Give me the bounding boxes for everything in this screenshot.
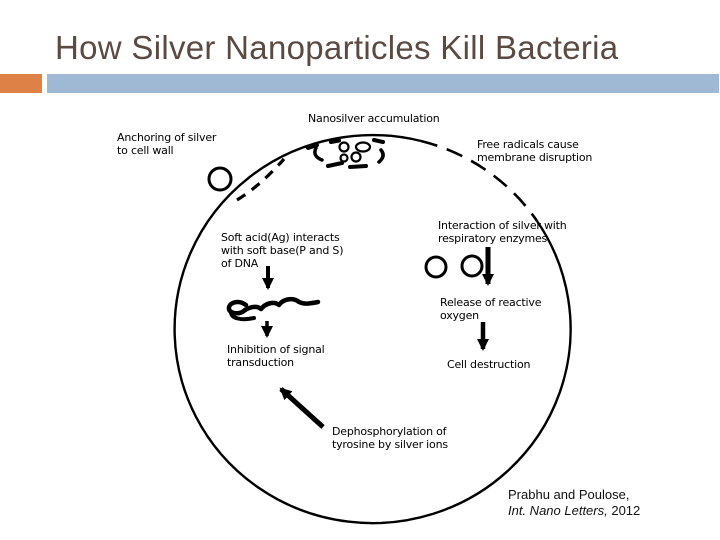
anchoring-membrane-dashes (236, 157, 286, 202)
cell-membrane-disrupted-dashed (420, 139, 539, 222)
label-release-reactive-oxygen: Release of reactive oxygen (440, 296, 542, 322)
label-nanosilver-accumulation: Nanosilver accumulation (308, 112, 440, 125)
nanoparticle-3 (339, 153, 349, 163)
citation: Prabhu and Poulose, Int. Nano Letters, 2… (508, 487, 640, 519)
membrane-tick-left (306, 143, 319, 150)
nanoparticle-2 (354, 141, 372, 153)
accent-orange-block (0, 74, 42, 93)
label-dephosphorylation: Dephosphorylation of tyrosine by silver … (332, 425, 448, 451)
silver-nanoparticle-anchoring (207, 166, 233, 192)
citation-journal-line: Int. Nano Letters, 2012 (508, 503, 640, 519)
membrane-tick-mid (329, 138, 341, 144)
silver-particle-enzyme-1 (424, 255, 448, 279)
label-interaction-respiratory: Interaction of silver with respiratory e… (438, 219, 567, 245)
citation-journal: Int. Nano Letters, (508, 503, 608, 518)
page-title: How Silver Nanoparticles Kill Bacteria (55, 29, 619, 66)
membrane-curl-right (377, 148, 385, 164)
cell-membrane-solid (173, 133, 572, 525)
label-cell-destruction: Cell destruction (447, 358, 531, 371)
citation-authors: Prabhu and Poulose, (508, 487, 630, 502)
label-soft-acid-dna: Soft acid(Ag) interacts with soft base(P… (221, 231, 344, 270)
nanoparticle-4 (350, 151, 362, 163)
nanosilver-cluster (306, 138, 385, 169)
arrow-dephosphorylation-to-inhibition (279, 387, 325, 429)
label-free-radicals: Free radicals cause membrane disruption (477, 138, 593, 164)
accent-blue-bar (47, 74, 719, 93)
label-anchoring: Anchoring of silver to cell wall (117, 131, 217, 157)
membrane-curl-left (313, 146, 324, 162)
membrane-tick-right (372, 138, 385, 144)
nanoparticle-1 (338, 141, 350, 153)
silver-particle-enzyme-2 (460, 254, 484, 278)
citation-year: 2012 (607, 503, 641, 518)
label-inhibition-signal: Inhibition of signal transduction (227, 343, 325, 369)
membrane-fragment-dash-1 (326, 161, 344, 168)
dna-squiggle (226, 296, 321, 322)
membrane-fragment-dash-2 (348, 164, 368, 169)
